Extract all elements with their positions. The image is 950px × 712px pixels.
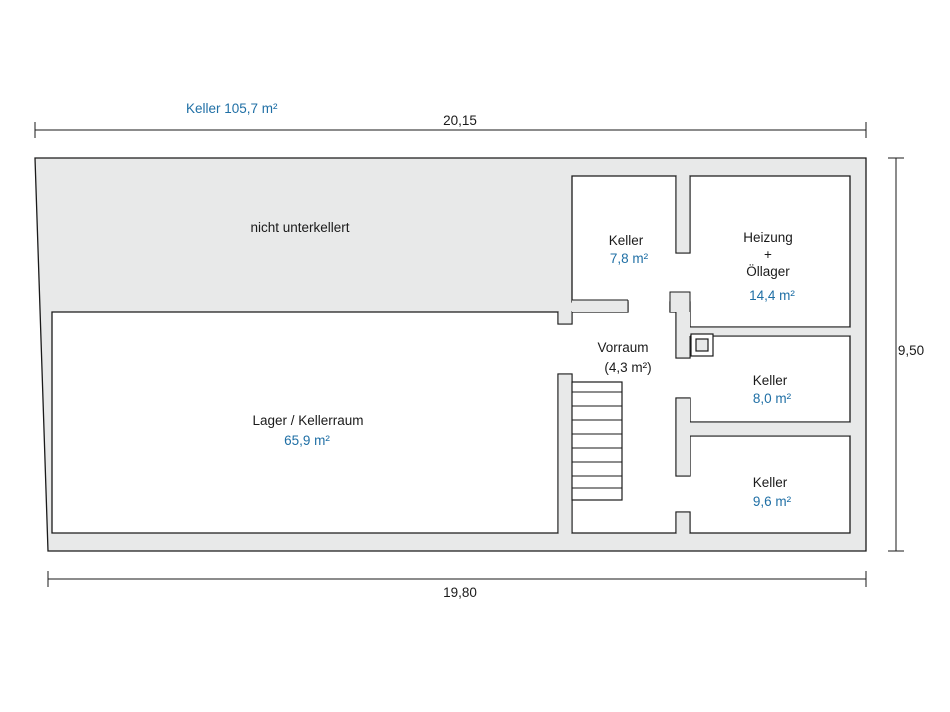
room-label-heizung-plus: +	[764, 247, 772, 262]
room-label-oellager: Öllager	[746, 264, 790, 279]
dimension-right-label: 9,50	[898, 343, 924, 358]
wall-segment	[690, 327, 850, 336]
wall-segment	[676, 312, 690, 358]
room-area-keller-mid: 8,0 m²	[753, 391, 792, 406]
chimney-icon	[690, 333, 714, 357]
wall-segment	[572, 300, 628, 312]
room-label-keller-mid: Keller	[753, 373, 788, 388]
room-area-heizung: 14,4 m²	[749, 288, 795, 303]
room-area-vorraum: (4,3 m²)	[604, 360, 651, 375]
wall-segment	[558, 312, 572, 324]
staircase	[571, 381, 623, 501]
wall-segment	[676, 398, 690, 476]
room-label-keller-bottom: Keller	[753, 475, 788, 490]
dimension-bottom-label: 19,80	[443, 585, 477, 600]
room-label-heizung: Heizung	[743, 230, 793, 245]
room-area-keller-bottom: 9,6 m²	[753, 494, 792, 509]
room-area-lager: 65,9 m²	[284, 433, 330, 448]
wall-segment	[676, 176, 690, 253]
room-label-nicht-unterkellert: nicht unterkellert	[250, 220, 349, 235]
dimension-right	[888, 157, 904, 552]
total-area-label: Keller 105,7 m²	[186, 101, 278, 116]
wall-segment	[558, 374, 572, 533]
room-area-keller-top: 7,8 m²	[610, 251, 649, 266]
wall-segment	[676, 512, 690, 533]
wall-segment	[670, 292, 690, 312]
room-label-vorraum: Vorraum	[597, 340, 648, 355]
dimension-top	[34, 122, 867, 138]
room-label-keller-top: Keller	[609, 233, 644, 248]
room-label-lager: Lager / Kellerraum	[252, 413, 363, 428]
dimension-top-label: 20,15	[443, 113, 477, 128]
dimension-bottom	[47, 571, 867, 587]
wall-segment	[690, 422, 850, 436]
